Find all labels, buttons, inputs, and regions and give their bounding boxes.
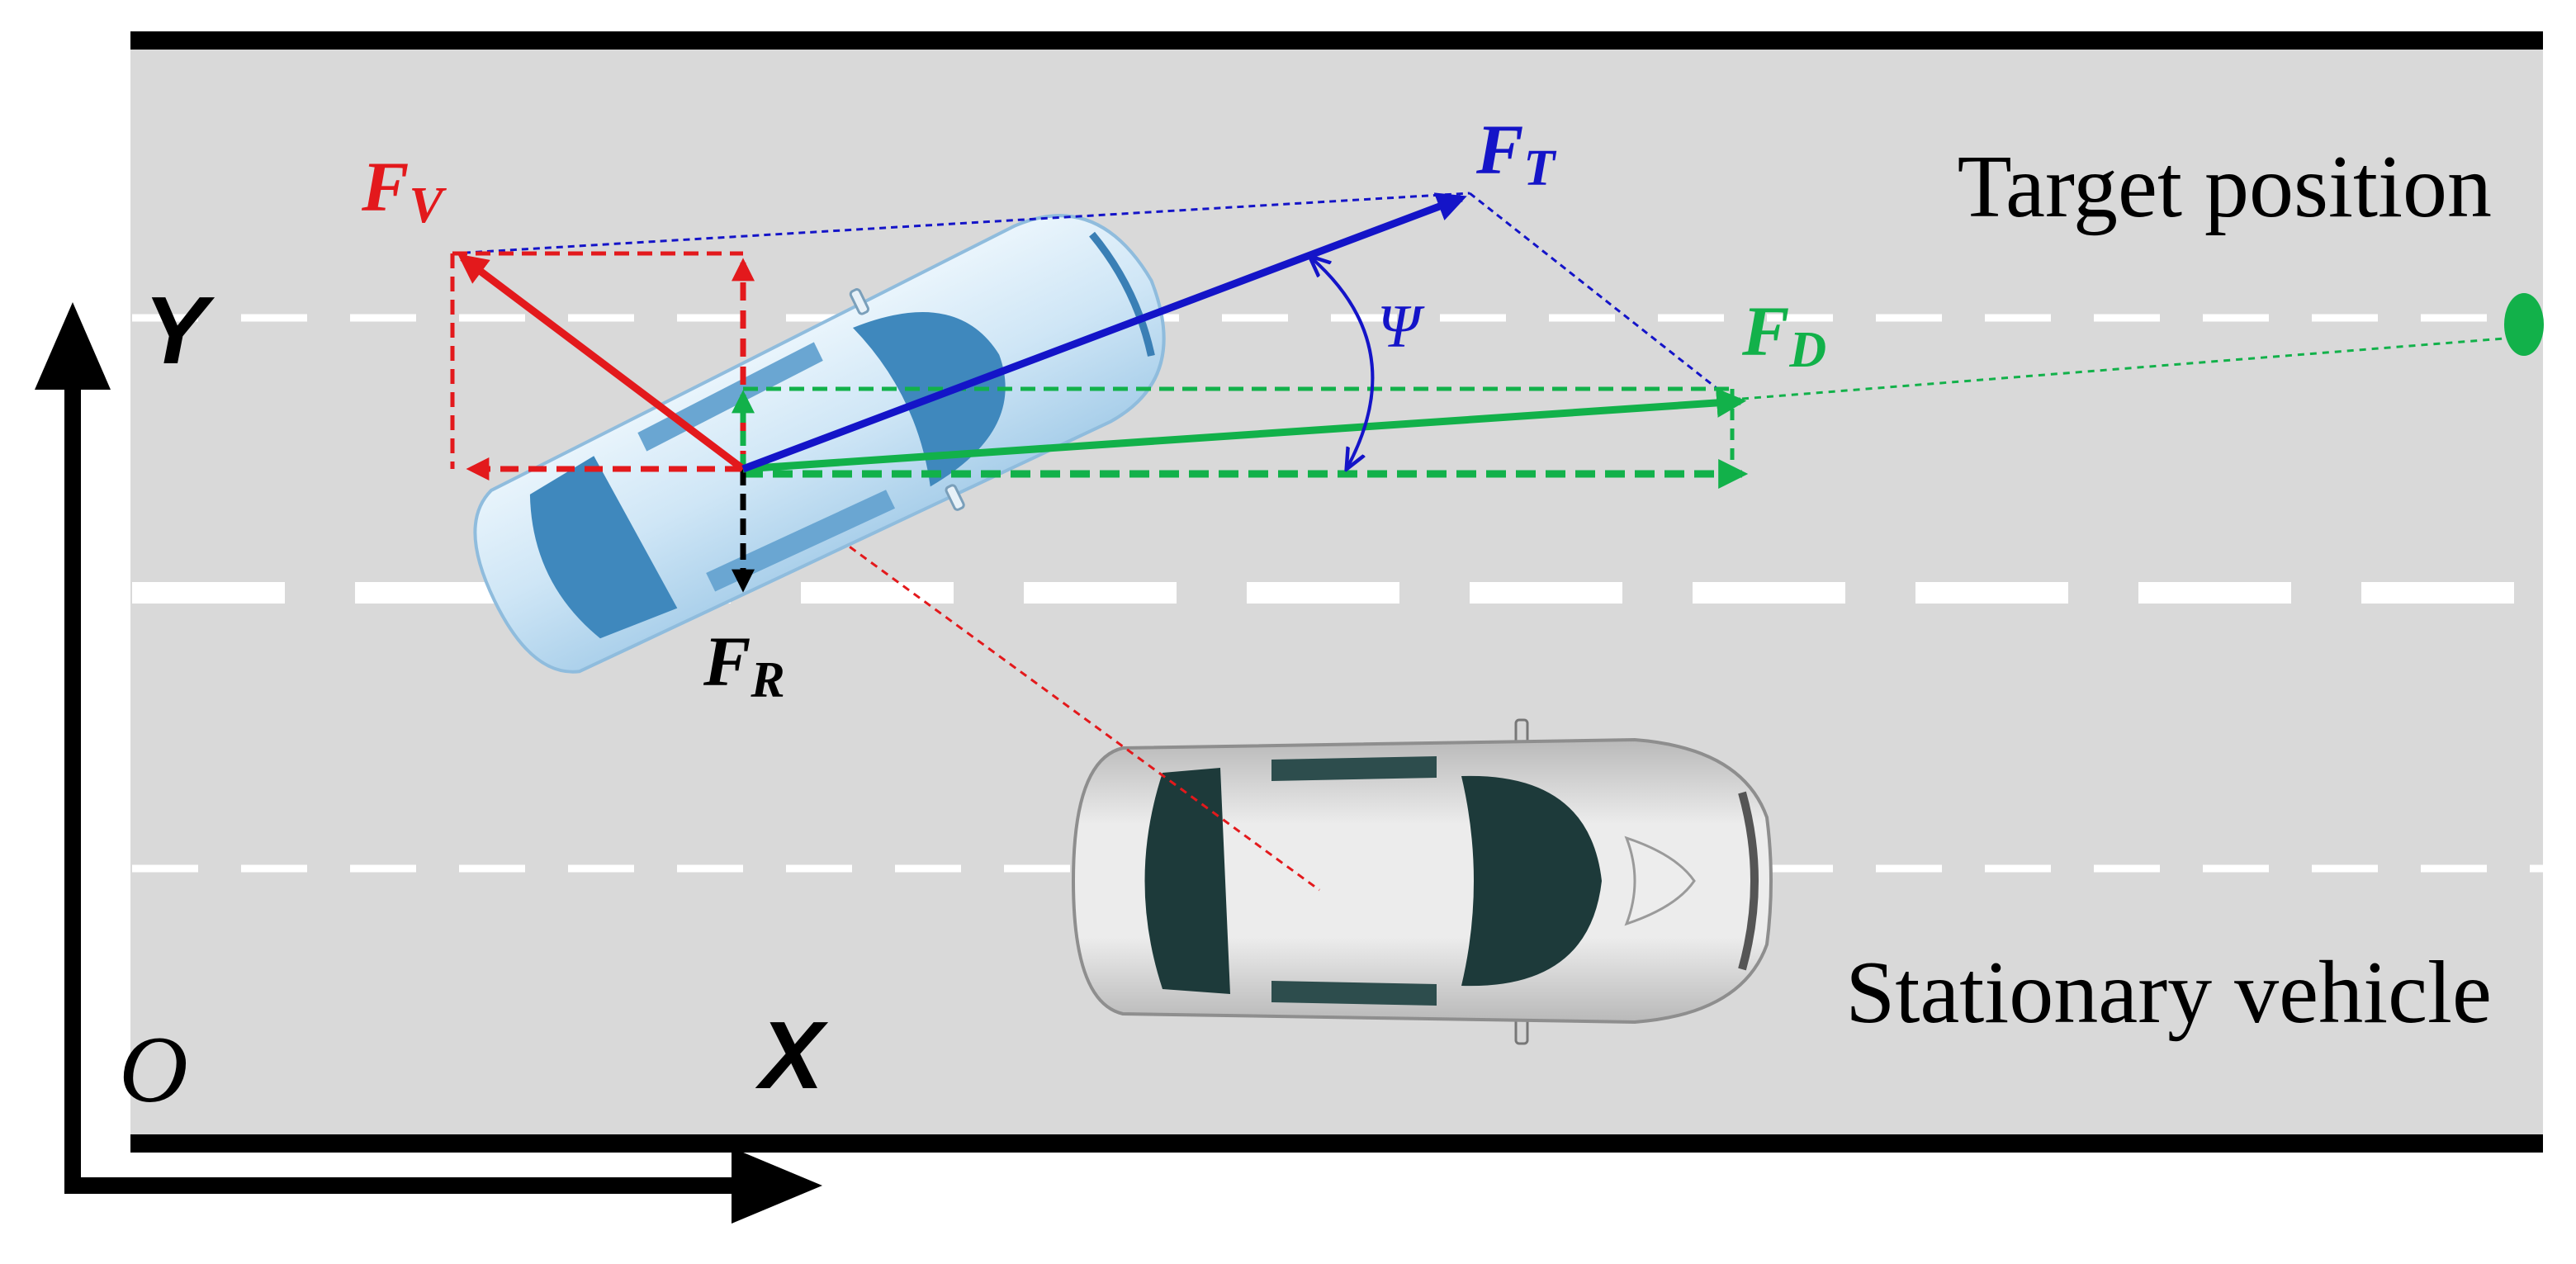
road-bottom-boundary [130, 1134, 2543, 1153]
fv-label: FV [361, 147, 447, 234]
target-marker-icon [2504, 293, 2544, 356]
stationary-vehicle-icon [1071, 718, 1773, 1045]
angle-label: Ψ [1377, 293, 1425, 361]
y-axis-arrowhead [35, 302, 111, 390]
y-axis-label: Y [144, 277, 215, 384]
fr-label: FR [703, 622, 785, 708]
road-top-boundary [130, 31, 2543, 50]
angle-arc [1311, 258, 1375, 467]
origin-label: O [119, 1017, 188, 1123]
target-position-label: Target position [1958, 138, 2492, 236]
fd-label: FD [1741, 291, 1826, 378]
x-axis-arrowhead [732, 1148, 822, 1224]
fv-vector [457, 253, 746, 472]
coordinate-axes [35, 302, 822, 1224]
x-axis-label: X [755, 1001, 829, 1109]
stationary-vehicle-label: Stationary vehicle [1845, 944, 2492, 1042]
ft-label: FT [1475, 110, 1556, 196]
ft-construction-right [1469, 192, 1733, 402]
ft-construction-top [452, 192, 1470, 255]
ft-vector [741, 192, 1467, 473]
fd-vector [742, 387, 1747, 473]
